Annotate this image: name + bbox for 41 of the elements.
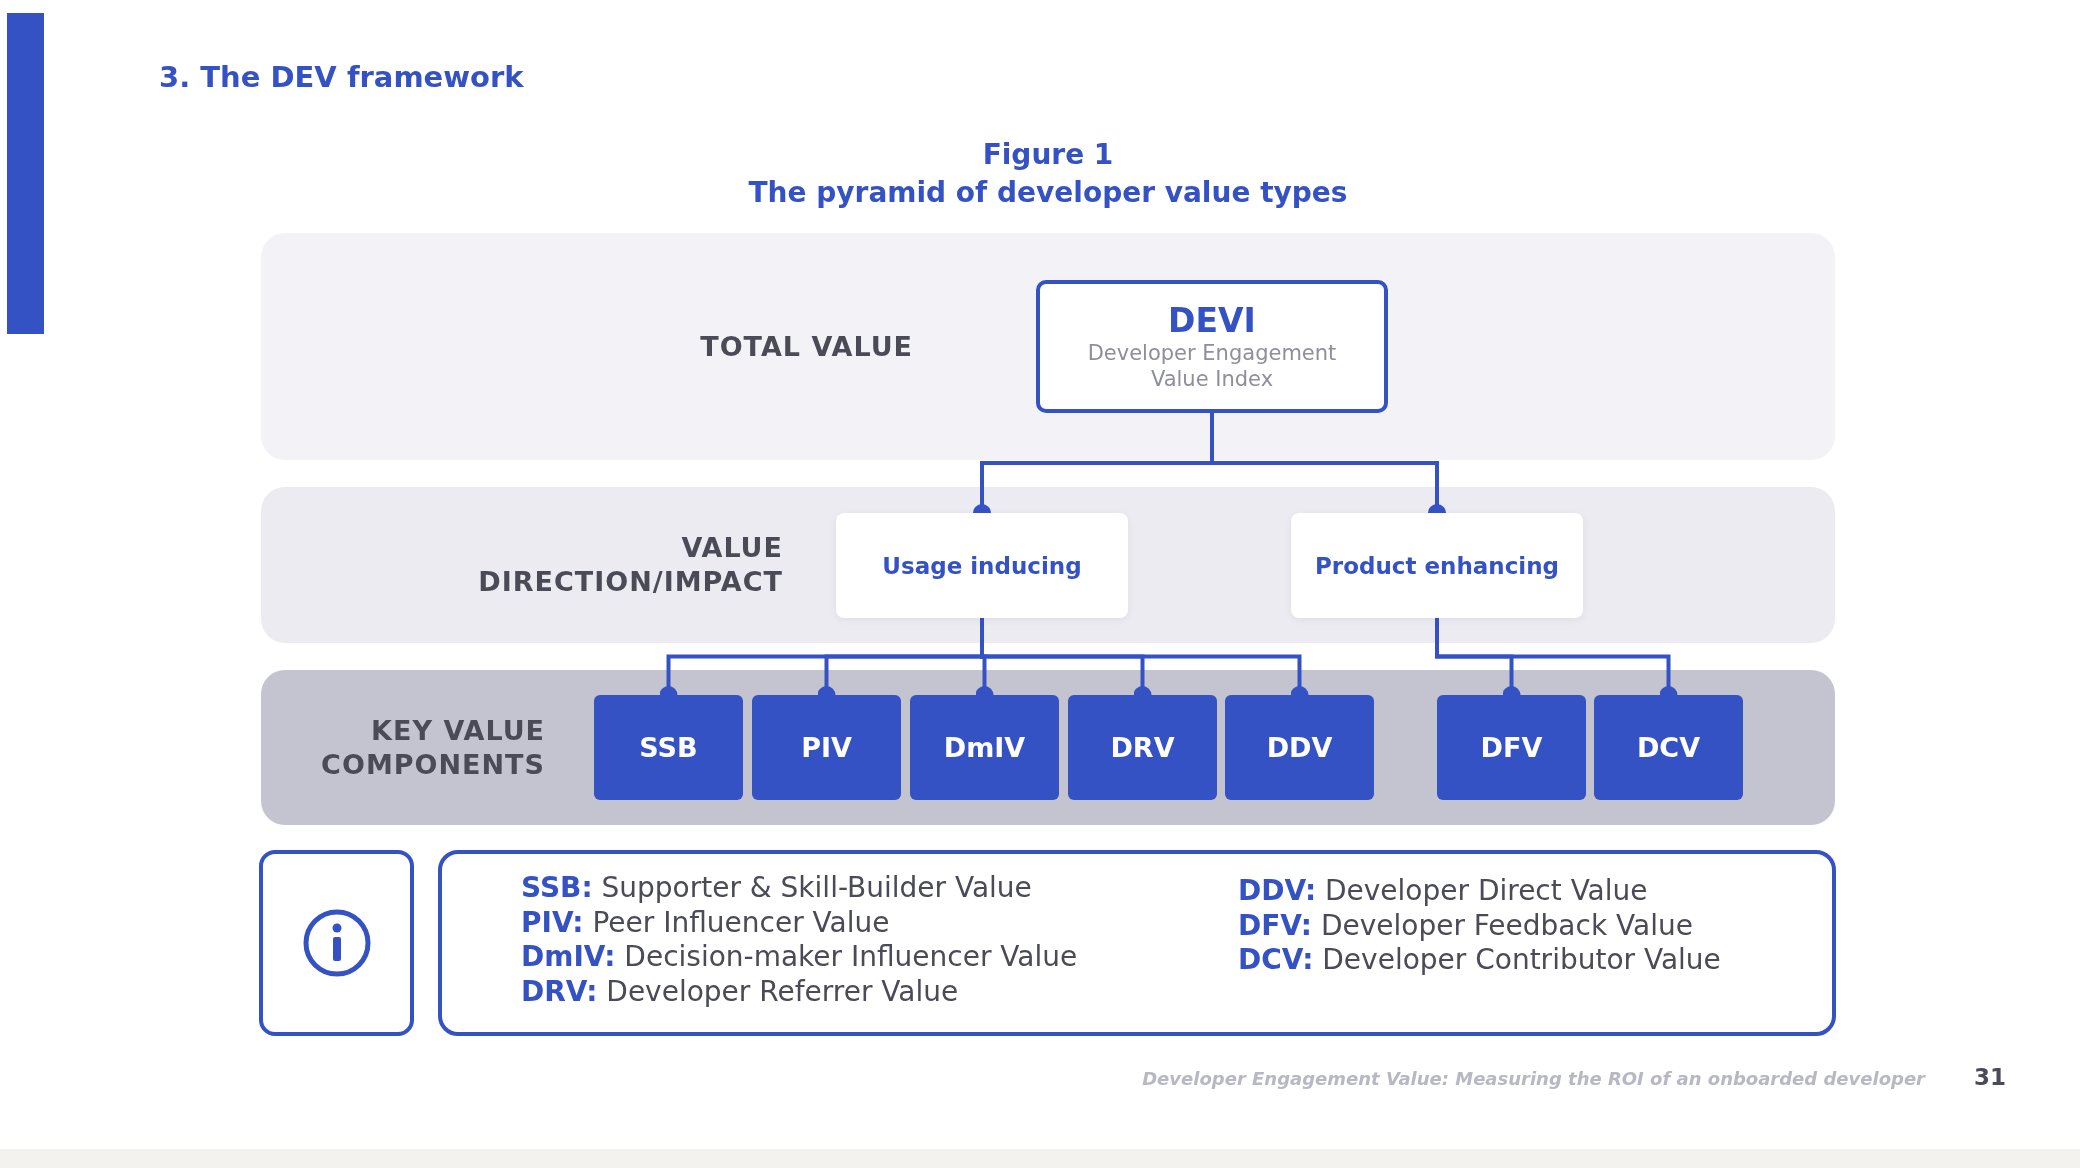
definition-text: SSB: Supporter & Skill-Builder Value: [521, 871, 1032, 905]
index-acronym: DEVI: [1168, 301, 1256, 340]
component-label: DFV: [1480, 732, 1543, 763]
component-box: [1437, 695, 1586, 800]
tier-band: [261, 233, 1835, 460]
footer-text: Developer Engagement Value: Measuring the ROI of an onboarded developer: [1141, 1068, 1925, 1089]
component-box: [752, 695, 901, 800]
definition-text: DRV: Developer Referrer Value: [521, 974, 959, 1009]
definition-text: DCV: Developer Contributor Value: [1238, 943, 1721, 977]
tier-label: KEY VALUE COMPONENTS: [320, 713, 545, 782]
component-label: SSB: [639, 732, 698, 763]
tier-label: TOTAL VALUE: [699, 329, 913, 364]
component-box: [594, 695, 743, 800]
component-label: DmIV: [943, 732, 1026, 763]
component-box: [910, 695, 1059, 800]
component-label: PIV: [801, 732, 852, 763]
definitions-panel: [438, 850, 1836, 1036]
component-box: [1068, 695, 1217, 800]
info-panel: [259, 850, 414, 1036]
figure-title: The pyramid of developer value types: [747, 176, 1349, 209]
definition-text: PIV: Peer Influencer Value: [521, 905, 890, 940]
index-box: [1036, 280, 1388, 413]
component-label: DRV: [1110, 732, 1175, 763]
definition-text: DmIV: Decision-maker Influencer Value: [521, 940, 1078, 974]
page-number: 31: [1973, 1064, 2007, 1090]
component-box: [1225, 695, 1374, 800]
tier-label: VALUE DIRECTION/IMPACT: [477, 531, 783, 599]
figure-number: Figure 1: [981, 138, 1115, 171]
direction-box: [836, 513, 1128, 618]
component-label: DDV: [1266, 732, 1333, 763]
definition-text: DDV: Developer Direct Value: [1238, 874, 1648, 908]
component-label: DCV: [1636, 732, 1701, 763]
tier-band: [261, 487, 1835, 643]
tier-band: [261, 670, 1835, 825]
direction-label: Product enhancing: [1314, 552, 1560, 579]
direction-box: [1291, 513, 1583, 618]
component-box: [1594, 695, 1743, 800]
section-heading: 3. The DEV framework: [159, 60, 524, 94]
definition-text: DFV: Developer Feedback Value: [1238, 908, 1693, 943]
direction-label: Usage inducing: [882, 552, 1082, 579]
index-name: Developer Engagement Value Index: [1086, 339, 1338, 392]
